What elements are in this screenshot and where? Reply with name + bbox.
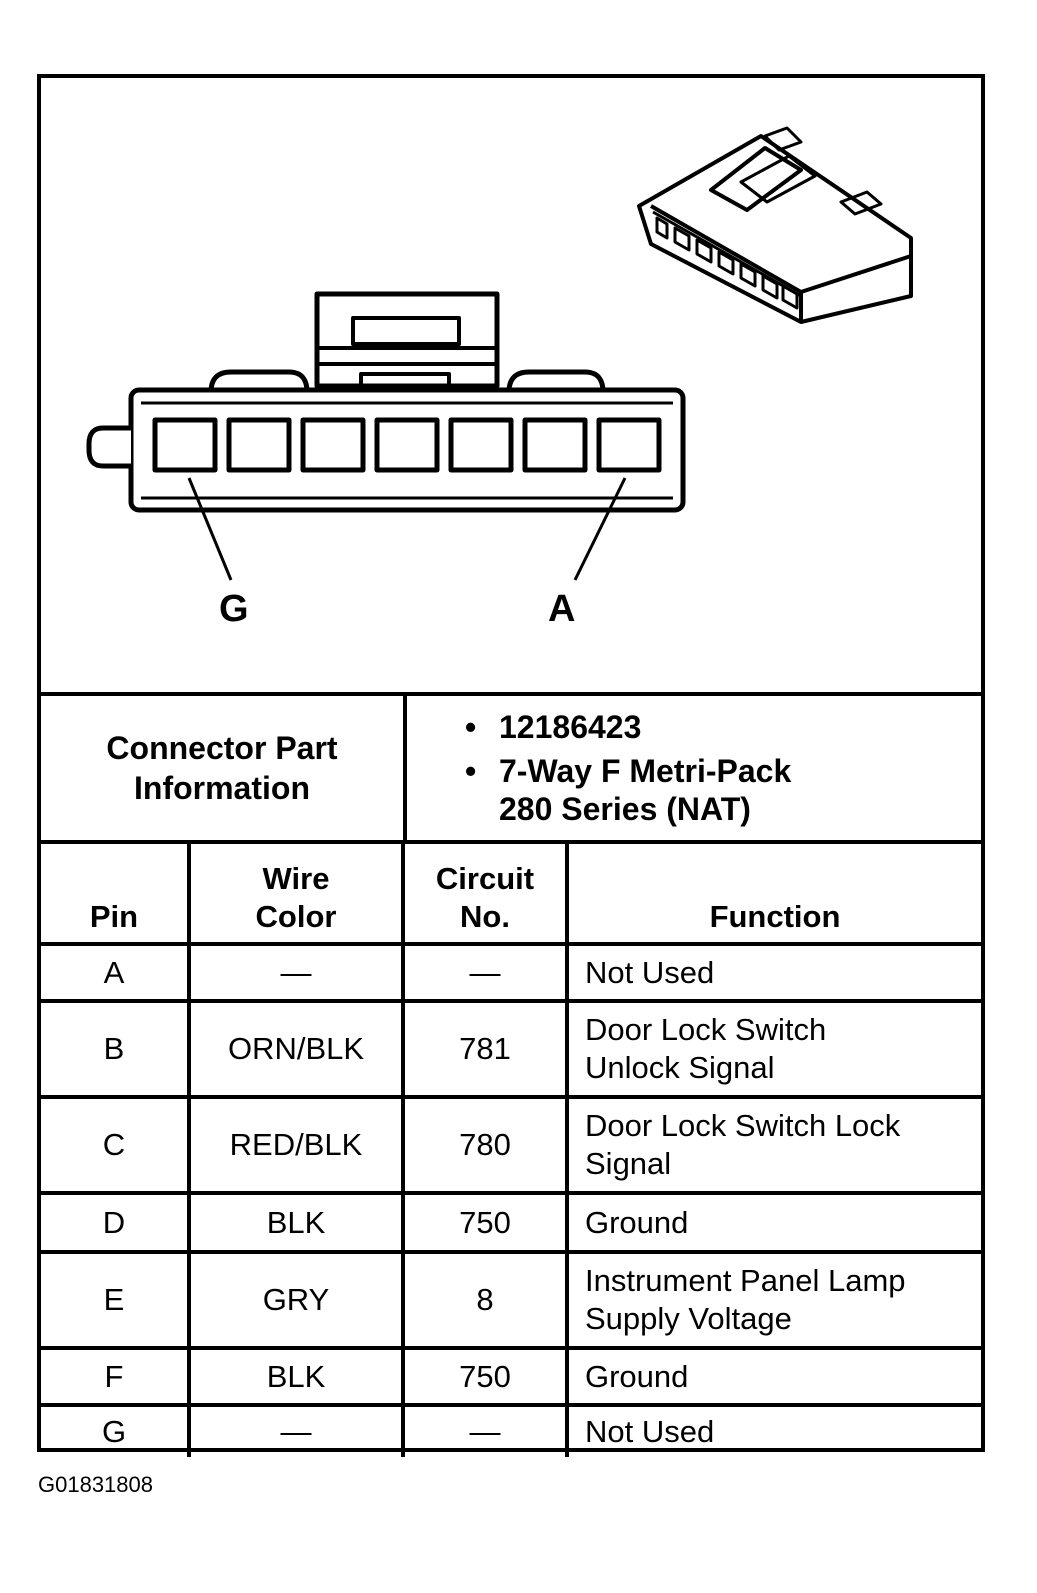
wire-color-cell: —	[189, 1403, 405, 1457]
function-cell: Not Used	[567, 1403, 981, 1457]
connector-type-line1: 7-Way F Metri-Pack	[499, 753, 792, 789]
pin-cell: F	[41, 1346, 191, 1405]
table-row: A — — Not Used	[41, 942, 981, 1001]
connector-isometric-view	[637, 126, 913, 324]
wire-color-cell: BLK	[189, 1346, 405, 1405]
wire-color-cell: GRY	[189, 1250, 405, 1348]
pin-assignment-table: Pin Wire Color Circuit No. Function A — …	[41, 840, 981, 1457]
figure-id: G01831808	[38, 1472, 153, 1497]
table-row: E GRY 8 Instrument Panel Lamp Supply Vol…	[41, 1250, 981, 1348]
connector-part-info-label: Connector Part Information	[41, 692, 407, 840]
header-wire-color: Wire Color	[189, 840, 405, 944]
function-cell: Door Lock Switch Unlock Signal	[567, 999, 981, 1097]
connector-part-info-row: Connector Part Information • 12186423 • …	[41, 692, 981, 840]
circuit-cell: 8	[403, 1250, 569, 1348]
pin-cell: G	[41, 1403, 191, 1457]
connector-drawing	[86, 126, 913, 581]
connector-side-tab	[86, 425, 131, 469]
connector-diagram-frame: G A Connector Part Information • 1218642…	[37, 74, 985, 1457]
pin-cavity-f	[226, 417, 292, 473]
header-circuit-no: Circuit No.	[403, 840, 569, 944]
connector-latch-housing	[314, 291, 500, 389]
pin-cavity-c	[448, 417, 514, 473]
circuit-cell: —	[403, 1403, 569, 1457]
connector-part-number: 12186423	[499, 709, 642, 745]
connector-latch-window	[351, 316, 461, 346]
wire-color-cell: ORN/BLK	[189, 999, 405, 1097]
table-row: B ORN/BLK 781 Door Lock Switch Unlock Si…	[41, 999, 981, 1097]
circuit-cell: 780	[403, 1095, 569, 1193]
function-cell: Not Used	[567, 942, 981, 1001]
pin-cavity-e	[300, 417, 366, 473]
circuit-cell: 781	[403, 999, 569, 1097]
connector-part-number-item: • 12186423	[465, 708, 981, 746]
pin-cell: B	[41, 999, 191, 1097]
wire-color-cell: RED/BLK	[189, 1095, 405, 1193]
table-row: F BLK 750 Ground	[41, 1346, 981, 1405]
pin-cell: E	[41, 1250, 191, 1348]
function-cell: Ground	[567, 1346, 981, 1405]
pin-cell: A	[41, 942, 191, 1001]
pin-cavity-a	[596, 417, 662, 473]
wire-color-cell: —	[189, 942, 405, 1001]
connector-part-info-label-line1: Connector Part	[106, 730, 338, 766]
function-cell: Ground	[567, 1191, 981, 1252]
connector-part-info-value: • 12186423 • 7-Way F Metri-Pack 280 Seri…	[405, 692, 981, 840]
header-function: Function	[567, 840, 981, 944]
wire-color-cell: BLK	[189, 1191, 405, 1252]
bullet-icon: •	[465, 709, 477, 745]
pin-label-g: G	[219, 588, 249, 630]
pin-label-a: A	[548, 588, 576, 630]
pin-cavity-b	[522, 417, 588, 473]
pin-cavity-d	[374, 417, 440, 473]
function-cell: Instrument Panel Lamp Supply Voltage	[567, 1250, 981, 1348]
connector-right-bump	[506, 369, 606, 393]
pin-cavity-g	[152, 417, 218, 473]
circuit-cell: 750	[403, 1346, 569, 1405]
connector-left-bump	[208, 369, 310, 393]
pin-cell: D	[41, 1191, 191, 1252]
circuit-cell: 750	[403, 1191, 569, 1252]
table-row: C RED/BLK 780 Door Lock Switch Lock Sign…	[41, 1095, 981, 1193]
function-cell: Door Lock Switch Lock Signal	[567, 1095, 981, 1193]
connector-illustration: G A	[41, 78, 981, 692]
pin-cell: C	[41, 1095, 191, 1193]
connector-type-item: • 7-Way F Metri-Pack 280 Series (NAT)	[465, 752, 981, 828]
connector-part-info-table: Connector Part Information • 12186423 • …	[41, 692, 981, 840]
circuit-cell: —	[403, 942, 569, 1001]
header-pin: Pin	[41, 840, 191, 944]
pin-table-header-row: Pin Wire Color Circuit No. Function	[41, 840, 981, 944]
table-row: D BLK 750 Ground	[41, 1191, 981, 1252]
leader-line-g	[187, 477, 233, 581]
connector-part-info-label-line2: Information	[134, 770, 310, 806]
bullet-icon: •	[465, 753, 477, 789]
connector-type-line2: 280 Series (NAT)	[499, 791, 751, 827]
leader-line-a	[573, 477, 627, 581]
table-row: G — — Not Used	[41, 1403, 981, 1457]
